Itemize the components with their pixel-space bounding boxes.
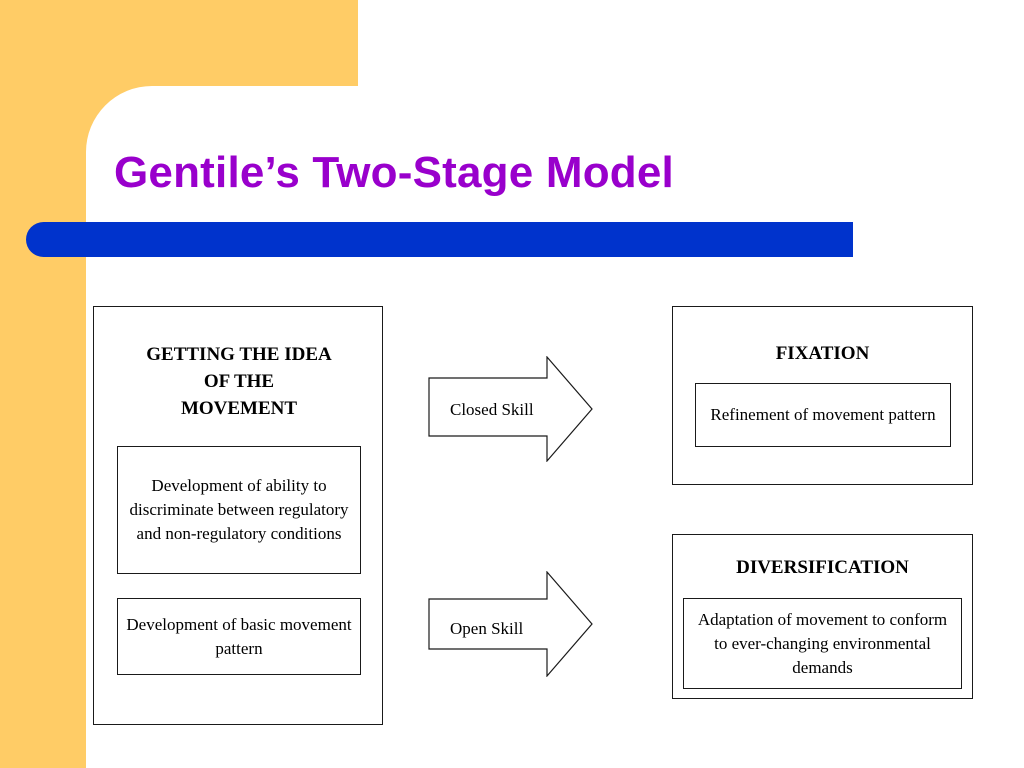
diversification-heading: DIVERSIFICATION [736,557,909,578]
slide-title: Gentile’s Two-Stage Model [114,148,674,197]
open-skill-label: Open Skill [450,619,524,638]
arrow-right-icon [428,356,593,462]
stage1-item-basic-pattern: Development of basic movement pattern [117,598,361,675]
diversification-item: Adaptation of movement to conform to eve… [683,598,962,689]
closed-skill-label: Closed Skill [450,400,534,419]
fixation-heading: FIXATION [775,343,870,364]
arrow-right-icon [428,571,593,677]
stage1-item-discrimination: Development of ability to discriminate b… [117,446,361,574]
closed-skill-arrow: Closed Skill [428,356,594,462]
fixation-item: Refinement of movement pattern [695,383,951,447]
fixation-box: FIXATION Refinement of movement pattern [672,306,973,485]
title-underline-bar [26,222,853,257]
open-skill-arrow: Open Skill [428,571,594,677]
stage1-heading: GETTING THE IDEA OF THE MOVEMENT [146,344,332,419]
diversification-box: DIVERSIFICATION Adaptation of movement t… [672,534,973,699]
stage1-box: GETTING THE IDEA OF THE MOVEMENT Develop… [93,306,383,725]
